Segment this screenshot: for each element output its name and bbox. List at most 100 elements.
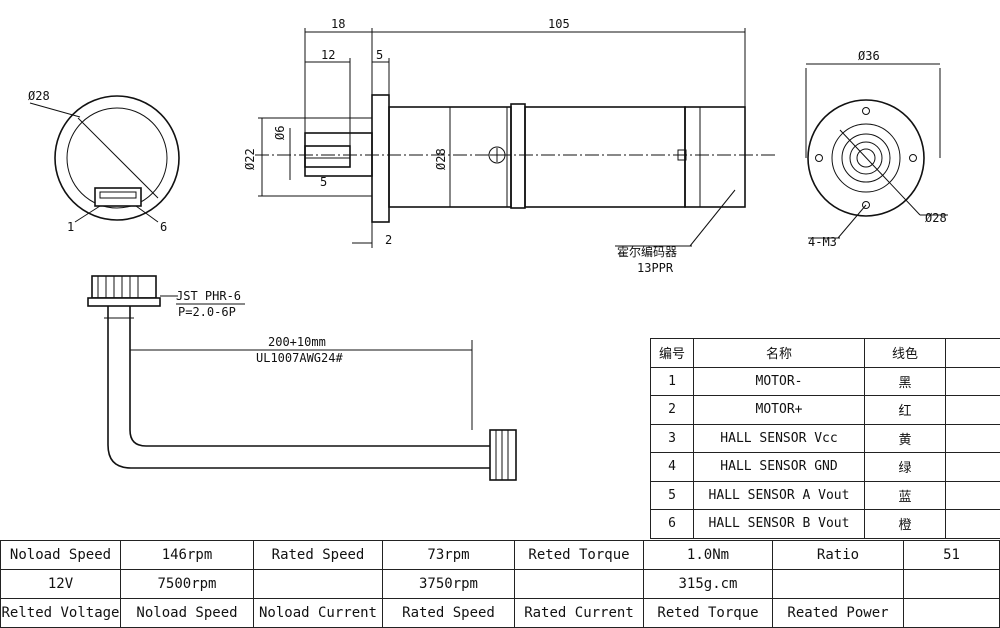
cable-spec-label: UL1007AWG24# xyxy=(256,351,343,365)
mounting-flange xyxy=(371,94,390,223)
spec-cell: 12V xyxy=(0,569,121,599)
coupling-ring xyxy=(510,103,526,209)
wire-color: 蓝 xyxy=(864,480,946,510)
spec-cell: 3750rpm xyxy=(382,569,515,599)
front-outer-circle xyxy=(54,95,180,221)
header-no: 编号 xyxy=(650,338,694,368)
dim-5-top: 5 xyxy=(376,48,383,62)
holes-label: 4-M3 xyxy=(808,235,837,249)
dim-d28-rear: Ø28 xyxy=(925,211,947,225)
spec-cell: Relted Voltage xyxy=(0,598,121,628)
spec-cell: Rated Speed xyxy=(253,540,383,570)
wire-no: 1 xyxy=(650,366,694,396)
wire-extra xyxy=(945,395,1000,425)
spec-cell: Reated Power xyxy=(772,598,904,628)
table-row: 4 HALL SENSOR GND 绿 xyxy=(650,452,1000,482)
wire-table-header: 编号 名称 线色 xyxy=(650,338,1000,368)
table-row: 6 HALL SENSOR B Vout 橙 xyxy=(650,509,1000,539)
spec-cell xyxy=(903,569,1000,599)
spec-cell: 315g.cm xyxy=(643,569,773,599)
header-name: 名称 xyxy=(693,338,865,368)
spec-cell: Noload Current xyxy=(253,598,383,628)
wire-extra xyxy=(945,366,1000,396)
table-row: 3 HALL SENSOR Vcc 黄 xyxy=(650,423,1000,453)
mount-hole-right xyxy=(909,154,917,162)
wire-extra xyxy=(945,423,1000,453)
encoder-name-label: 霍尔编码器 xyxy=(617,244,677,259)
wire-color: 绿 xyxy=(864,452,946,482)
front-diameter-label: Ø28 xyxy=(28,89,50,103)
wire-no: 3 xyxy=(650,423,694,453)
spec-cell: Reted Torque xyxy=(514,540,644,570)
header-color: 线色 xyxy=(864,338,946,368)
wire-no: 6 xyxy=(650,509,694,539)
spec-cell: 73rpm xyxy=(382,540,515,570)
spec-row-3: Relted Voltage Noload Speed Noload Curre… xyxy=(0,598,1000,628)
table-row: 2 MOTOR+ 红 xyxy=(650,395,1000,425)
table-row: 1 MOTOR- 黑 xyxy=(650,366,1000,396)
spec-cell: Rated Current xyxy=(514,598,644,628)
mount-hole-bottom xyxy=(862,201,870,209)
dim-12: 12 xyxy=(321,48,335,62)
wire-color: 红 xyxy=(864,395,946,425)
dim-5-flat: 5 xyxy=(320,175,327,189)
jst-pitch-label: P=2.0-6P xyxy=(178,305,236,319)
rear-outer-circle xyxy=(807,99,925,217)
wire-no: 2 xyxy=(650,395,694,425)
cable-assembly: JST PHR-6 P=2.0-6P 200+10mm UL1007AWG24# xyxy=(87,275,517,481)
mount-hole-top xyxy=(862,107,870,115)
wire-color: 橙 xyxy=(864,509,946,539)
rear-view: Ø36 Ø28 4-M3 xyxy=(805,49,948,249)
spec-table: Noload Speed 146rpm Rated Speed 73rpm Re… xyxy=(0,540,1000,628)
spec-cell: Noload Speed xyxy=(0,540,121,570)
dim-d36: Ø36 xyxy=(858,49,880,63)
spec-row-2: 12V 7500rpm 3750rpm 315g.cm xyxy=(0,569,1000,599)
header-extra xyxy=(945,338,1000,368)
wire-name: HALL SENSOR A Vout xyxy=(693,480,865,510)
spec-cell: Noload Speed xyxy=(120,598,254,628)
output-shaft xyxy=(304,145,351,168)
spec-cell xyxy=(253,569,383,599)
spec-cell: Reted Torque xyxy=(643,598,773,628)
table-row: 5 HALL SENSOR A Vout 蓝 xyxy=(650,480,1000,510)
spec-cell xyxy=(903,598,1000,628)
mount-hole-left xyxy=(815,154,823,162)
wire-name: HALL SENSOR GND xyxy=(693,452,865,482)
dim-d28-body: Ø28 xyxy=(434,148,448,170)
wire-color: 黑 xyxy=(864,366,946,396)
motor-body xyxy=(524,106,686,208)
dim-d22: Ø22 xyxy=(243,148,257,170)
spec-cell xyxy=(772,569,904,599)
wire-name: MOTOR- xyxy=(693,366,865,396)
pin-6-label: 6 xyxy=(160,220,167,234)
wire-no: 4 xyxy=(650,452,694,482)
wire-name: HALL SENSOR Vcc xyxy=(693,423,865,453)
dim-18: 18 xyxy=(331,17,345,31)
spec-cell: 1.0Nm xyxy=(643,540,773,570)
side-view: 18 105 12 5 Ø22 Ø6 5 Ø28 2 霍尔编码器 13PPR xyxy=(243,17,775,275)
dim-105: 105 xyxy=(548,17,570,31)
spec-cell: 146rpm xyxy=(120,540,254,570)
spec-cell: Rated Speed xyxy=(382,598,515,628)
spec-cell: 51 xyxy=(903,540,1000,570)
front-connector xyxy=(94,187,142,207)
dim-d6: Ø6 xyxy=(273,126,287,140)
cable-end-connector xyxy=(489,429,517,481)
wire-table: 编号 名称 线色 1 MOTOR- 黑 2 MOTOR+ 红 3 HALL SE… xyxy=(650,338,1000,539)
shaft-boss xyxy=(304,132,373,177)
dim-2: 2 xyxy=(385,233,392,247)
encoder-housing xyxy=(684,106,746,208)
spec-cell: Ratio xyxy=(772,540,904,570)
wire-extra xyxy=(945,452,1000,482)
wire-name: MOTOR+ xyxy=(693,395,865,425)
front-inner-circle xyxy=(66,107,168,209)
wire-name: HALL SENSOR B Vout xyxy=(693,509,865,539)
spec-cell xyxy=(514,569,644,599)
spec-row-1: Noload Speed 146rpm Rated Speed 73rpm Re… xyxy=(0,540,1000,570)
wire-extra xyxy=(945,509,1000,539)
encoder-ppr-label: 13PPR xyxy=(637,261,674,275)
wire-extra xyxy=(945,480,1000,510)
pin-1-label: 1 xyxy=(67,220,74,234)
cable-length-label: 200+10mm xyxy=(268,335,326,349)
